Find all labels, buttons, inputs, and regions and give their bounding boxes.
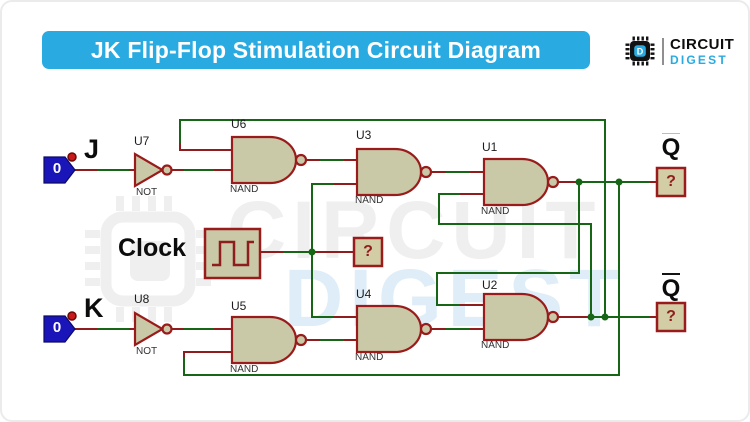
page-title: JK Flip-Flop Stimulation Circuit Diagram	[42, 31, 590, 69]
state-dot-j	[67, 152, 77, 162]
gate-u3-nand[interactable]	[355, 147, 423, 197]
gate-u4-nand[interactable]	[355, 304, 423, 354]
gate-u8-ref-label: U8	[134, 292, 150, 306]
logo-separator	[662, 37, 664, 65]
logic-toggle-k[interactable]	[43, 315, 76, 343]
gate-u3-type-label: NAND	[355, 195, 384, 206]
gate-u3-bubble	[419, 165, 433, 179]
wire-q-to-u2	[436, 182, 580, 306]
brand-name-top: CIRCUIT	[670, 35, 735, 53]
gate-u1-bubble	[546, 175, 560, 189]
junction-dot	[601, 313, 609, 321]
gate-u8-not[interactable]	[133, 311, 165, 347]
gate-u4-ref-label: U4	[356, 287, 372, 301]
gate-u7-not[interactable]	[133, 152, 165, 188]
gate-u6-nand[interactable]	[230, 135, 298, 185]
junction-dot	[308, 248, 316, 256]
gate-u2-bubble	[546, 310, 560, 324]
probe-clock-value: ?	[363, 243, 373, 260]
gate-u2-ref-label: U2	[482, 278, 498, 292]
square-wave-icon	[212, 240, 254, 267]
wire-u5-lower-stub	[183, 351, 232, 358]
clock-generator[interactable]	[203, 227, 262, 280]
junction-dot	[575, 178, 583, 186]
junction-dot	[587, 313, 595, 321]
wire-feedback-qbar-to-u6	[179, 119, 606, 317]
input-label-j: J	[84, 134, 100, 164]
svg-text:D: D	[637, 47, 644, 57]
gate-u2-type-label: NAND	[481, 340, 510, 351]
logic-value-j[interactable]: 0	[52, 160, 62, 177]
gate-u5-ref-label: U5	[231, 299, 247, 313]
wire-state-segments	[97, 159, 470, 341]
output-label-qbar: Q	[661, 273, 681, 302]
gate-u7-ref-label: U7	[134, 134, 150, 148]
state-dot-k	[67, 311, 77, 321]
probe-clock[interactable]	[352, 236, 384, 268]
wire-clock-vertical	[311, 183, 334, 318]
wire-u6-upper-stub	[179, 143, 232, 151]
gate-u7-bubble	[161, 164, 173, 176]
wire-feedback-q-to-u5	[183, 182, 620, 376]
gate-u5-nand[interactable]	[230, 315, 298, 365]
watermark-chip-icon	[85, 196, 211, 322]
brand-name-bottom: DIGEST	[670, 52, 728, 67]
gate-u6-type-label: NAND	[230, 184, 259, 195]
gate-u5-type-label: NAND	[230, 364, 259, 375]
gate-u4-bubble	[419, 322, 433, 336]
output-label-q: Q	[661, 133, 681, 161]
probe-qbar-value: ?	[666, 308, 676, 325]
gate-u3-ref-label: U3	[356, 128, 372, 142]
gate-u5-bubble	[294, 333, 308, 347]
gate-u8-type-label: NOT	[136, 346, 158, 357]
probe-qbar[interactable]	[655, 301, 687, 333]
probe-q[interactable]	[655, 166, 687, 198]
gate-u1-ref-label: U1	[482, 140, 498, 154]
gate-u1-type-label: NAND	[481, 206, 510, 217]
logic-value-k[interactable]: 0	[52, 319, 62, 336]
brand-logo: D CIRCUIT DIGEST	[624, 35, 734, 67]
input-label-k: K	[84, 293, 104, 323]
gate-u8-bubble	[161, 323, 173, 335]
logic-toggle-j[interactable]	[43, 156, 76, 184]
brand-chip-icon: D	[625, 36, 655, 66]
wire-qbar-to-u1	[438, 193, 592, 317]
gate-u4-type-label: NAND	[355, 352, 384, 363]
gate-u2-nand[interactable]	[482, 292, 550, 342]
gate-u6-ref-label: U6	[231, 117, 247, 131]
junction-dot	[615, 178, 623, 186]
gate-u6-bubble	[294, 153, 308, 167]
gate-u7-type-label: NOT	[136, 187, 158, 198]
probe-q-value: ?	[666, 173, 676, 190]
clock-label: Clock	[118, 234, 187, 262]
gate-u1-nand[interactable]	[482, 157, 550, 207]
